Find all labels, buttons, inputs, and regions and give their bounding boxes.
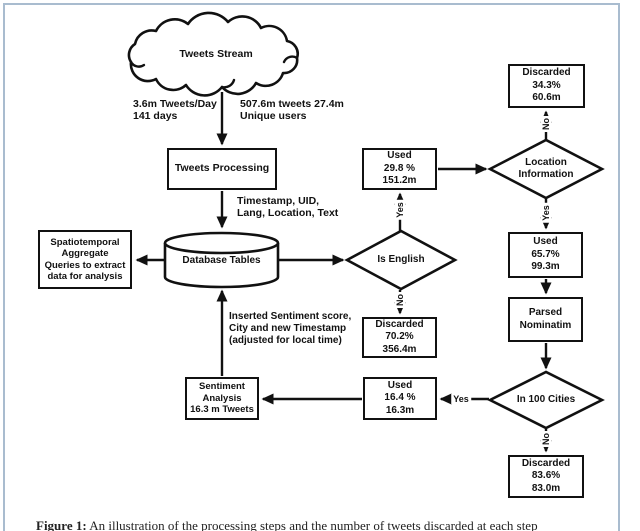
box-label: Nominatim (519, 319, 572, 331)
edge-label-yes-english: Yes (395, 200, 405, 220)
note-fields: Timestamp, UID, Lang, Location, Text (237, 195, 338, 220)
diamond-in-100-cities (487, 370, 605, 430)
note-line: Lang, Location, Text (237, 207, 339, 220)
decision-label: Location (525, 157, 567, 168)
note-line: 141 days (133, 110, 178, 123)
box-discarded-cities: Discarded 83.6% 83.0m (508, 455, 584, 498)
box-discarded-location: Discarded 34.3% 60.6m (508, 64, 585, 108)
decision-is-english-label: Is English (349, 254, 453, 266)
box-label: Discarded (375, 318, 424, 330)
note-inserted-sentiment: Inserted Sentiment score, City and new T… (229, 311, 351, 346)
box-tweets-processing: Tweets Processing (167, 148, 277, 190)
database-label: Database Tables (166, 255, 277, 267)
box-label: 83.0m (531, 482, 561, 494)
diamond-location-information (487, 138, 605, 200)
box-label: 83.6% (531, 470, 561, 482)
box-label: Used (387, 150, 412, 162)
cloud-shape (127, 11, 299, 97)
box-spatiotemporal-queries: Spatiotemporal Aggregate Queries to extr… (38, 230, 132, 289)
figure-caption: Figure 1: An illustration of the process… (36, 518, 622, 531)
edge-label-no-location: No (541, 116, 551, 132)
database-cylinder (163, 231, 280, 289)
box-label: 34.3% (532, 79, 561, 91)
note-line: 507.6m tweets 27.4m (240, 98, 344, 110)
box-label: Discarded (521, 457, 571, 469)
box-discarded-english: Discarded 70.2% 356.4m (362, 317, 437, 358)
box-used-english: Used 29.8 % 151.2m (362, 148, 437, 190)
note-tweet-totals: 507.6m tweets 27.4m Unique users (240, 98, 344, 123)
box-parsed-nominatim: Parsed Nominatim (508, 297, 583, 342)
cloud-label: Tweets Stream (116, 48, 316, 60)
box-label: 16.4 % (384, 392, 416, 404)
note-line: Unique users (240, 110, 307, 123)
decision-location-information-label: Location Information (492, 157, 600, 181)
box-label: 16.3 m Tweets (190, 404, 254, 416)
box-label: Tweets Processing (174, 162, 270, 175)
cloud-curl-right (282, 55, 299, 64)
note-tweet-rate: 3.6m Tweets/Day 141 days (133, 98, 217, 123)
edge-label-yes-cities: Yes (451, 394, 471, 404)
box-label: Sentiment (199, 381, 245, 393)
decision-in-100-cities-label: In 100 Cities (492, 394, 600, 406)
figure-caption-prefix: Figure 1: (36, 518, 87, 531)
box-label: 151.2m (382, 175, 417, 187)
note-line: Timestamp, UID, (237, 195, 320, 207)
box-label: Aggregate (61, 248, 109, 260)
box-label: 16.3m (385, 404, 415, 416)
box-label: 99.3m (531, 261, 560, 273)
decision-label: In 100 Cities (516, 394, 576, 405)
note-line: 3.6m Tweets/Day (133, 98, 217, 110)
note-line: City and new Timestamp (229, 322, 347, 334)
box-label: Used (387, 379, 413, 391)
edge-label-no-cities: No (541, 431, 551, 447)
box-label: 60.6m (532, 92, 561, 104)
decision-label: Information (518, 169, 574, 180)
box-used-cities: Used 16.4 % 16.3m (363, 377, 437, 420)
note-line: Inserted Sentiment score, (229, 311, 352, 322)
box-label: Used (533, 236, 558, 248)
edge-label-no-english: No (395, 292, 405, 308)
figure-caption-text: An illustration of the processing steps … (86, 518, 538, 531)
box-label: 29.8 % (383, 162, 416, 174)
cloud-label-text: Tweets Stream (179, 48, 253, 60)
box-label: 65.7% (531, 248, 560, 260)
box-label: 356.4m (382, 343, 417, 355)
edge-label-yes-location: Yes (541, 203, 551, 223)
box-label: Spatiotemporal (50, 237, 120, 249)
box-label: data for analysis (47, 270, 123, 282)
cloud-curl-left (129, 60, 146, 68)
diamond-is-english (344, 229, 458, 291)
box-label: Analysis (202, 392, 242, 404)
cloud-curl-bottom (220, 78, 236, 89)
box-label: Queries to extract (44, 259, 126, 271)
decision-label: Is English (377, 254, 425, 265)
note-line: (adjusted for local time) (229, 334, 342, 346)
box-label: Database Tables (182, 255, 261, 266)
box-sentiment-analysis: Sentiment Analysis 16.3 m Tweets (185, 377, 259, 420)
box-used-location: Used 65.7% 99.3m (508, 232, 583, 278)
box-label: 70.2% (385, 331, 414, 343)
box-label: Discarded (522, 67, 571, 79)
box-label: Parsed (528, 307, 563, 318)
